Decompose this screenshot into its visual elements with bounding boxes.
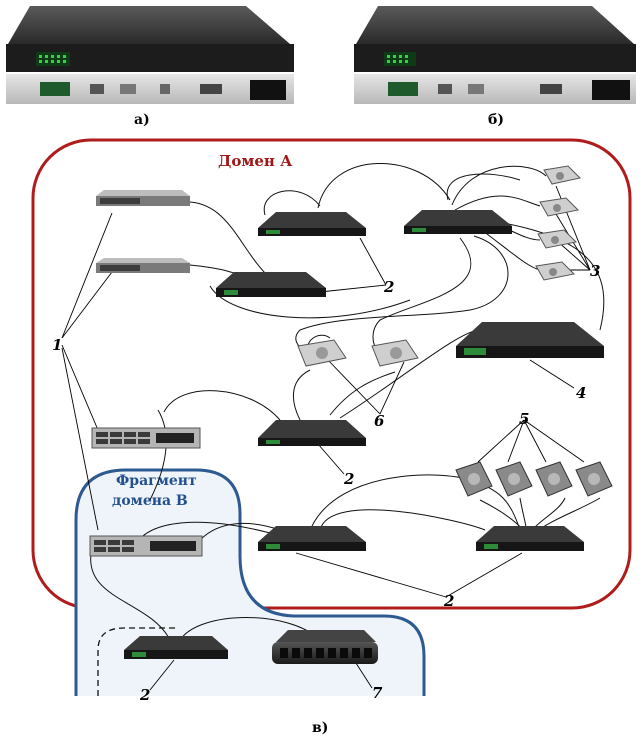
callout-switch-domain-b: 2 [139, 686, 150, 704]
disk-drive-right-1 [543, 165, 582, 185]
switch-bottom-left [258, 526, 366, 551]
domain-b-title-line2: домена В [112, 493, 188, 509]
device-photo-a [6, 6, 294, 104]
device-photo-b [354, 6, 636, 104]
callout-disks-right: 3 [590, 262, 600, 280]
server-2u-lower [91, 427, 201, 449]
domain-a-border [31, 138, 632, 610]
domain-b-title-line1: Фрагмент [116, 473, 197, 489]
disk-drive-bottom-4 [575, 461, 613, 497]
switch-top-right [404, 210, 512, 234]
disk-drive-right-4 [535, 261, 576, 281]
photo-label-b: б) [488, 112, 504, 128]
disk-drive-bottom-3 [535, 461, 573, 497]
callout-switches-bottom: 2 [443, 592, 454, 610]
server-1u-middle [96, 258, 190, 273]
dashed-cable [97, 627, 176, 696]
photo-label-c: в) [312, 720, 328, 736]
callout-lines [61, 185, 591, 691]
switch-top-left [258, 212, 366, 236]
disk-drive-center-left [297, 339, 347, 367]
disk-drive-right-2 [539, 197, 580, 217]
switch-left [216, 272, 326, 297]
switch-center [258, 420, 366, 446]
server-2u-domain-b [89, 535, 203, 557]
callout-switches-top: 2 [383, 278, 394, 296]
disk-drive-bottom-2 [495, 461, 533, 497]
callout-storage-array: 4 [576, 384, 586, 402]
storage-array [456, 322, 604, 358]
server-1u-top [96, 190, 190, 206]
callout-switches-mid: 2 [343, 470, 354, 488]
callout-enclosure: 7 [372, 684, 383, 702]
domain-a-title: Домен А [218, 152, 293, 170]
callout-disks-center: 6 [374, 412, 385, 430]
callout-servers: 1 [52, 336, 62, 354]
callout-disks-bottom: 5 [519, 410, 529, 428]
switch-domain-b [124, 636, 228, 659]
disk-drive-center-right [371, 339, 419, 367]
disk-drive-bottom-1 [455, 461, 493, 497]
disk-enclosure [272, 630, 378, 664]
switch-bottom-right [476, 526, 584, 551]
photo-label-a: а) [134, 112, 150, 128]
disk-drive-right-3 [537, 229, 578, 249]
